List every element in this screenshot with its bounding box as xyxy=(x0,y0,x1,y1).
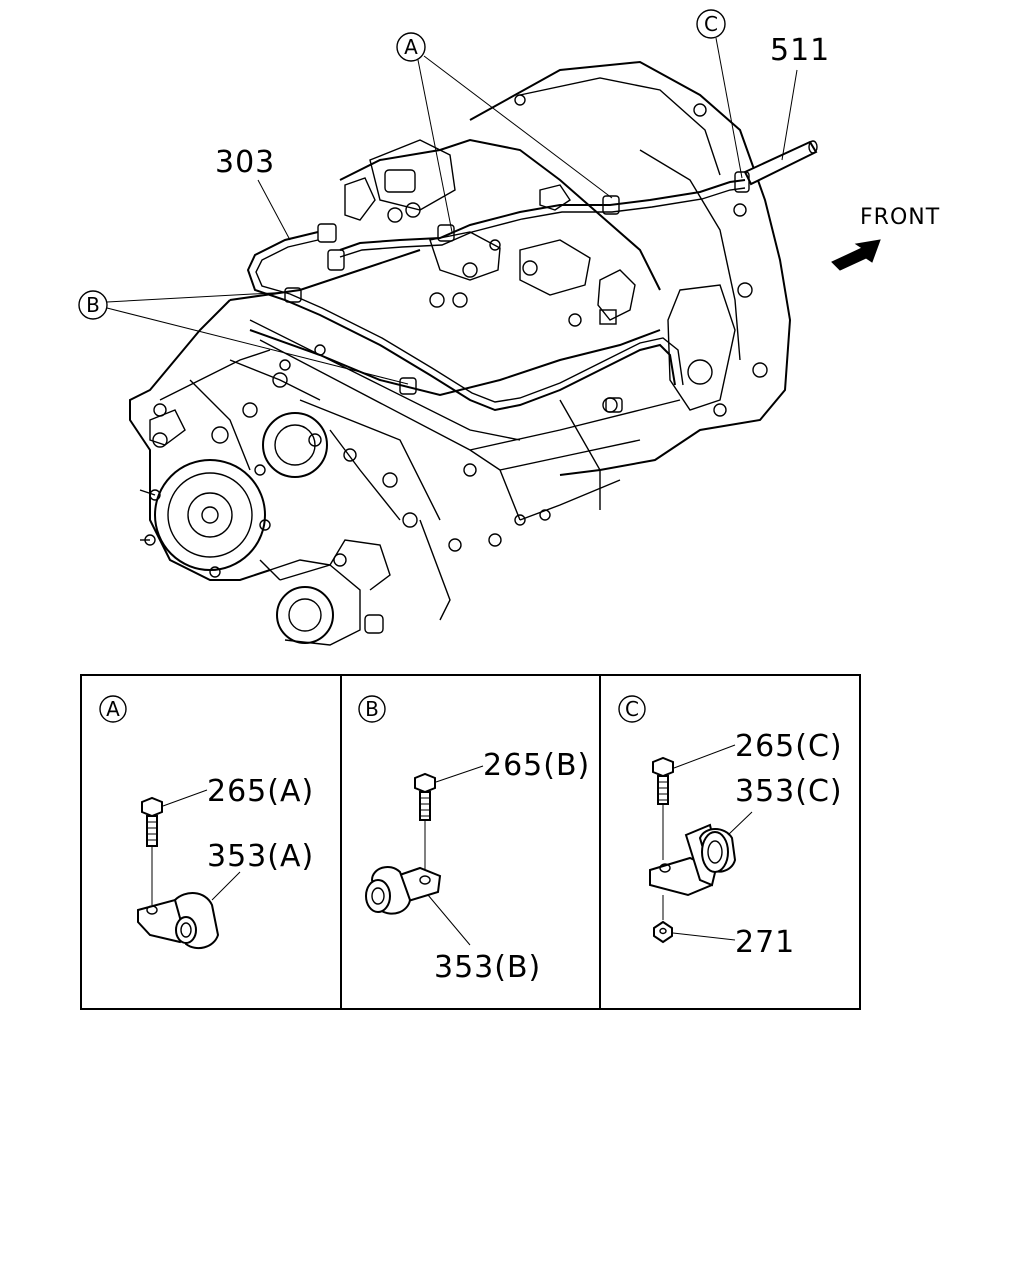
front-arrow-icon xyxy=(831,239,881,271)
label-353b: 353(B) xyxy=(434,950,541,985)
detail-panel-c: C 265(C) 353(C) xyxy=(618,695,843,960)
label-265c: 265(C) xyxy=(735,729,843,764)
bolt-265b-icon xyxy=(414,772,436,821)
panel-b-ref-letter: B xyxy=(365,697,379,721)
air-line-pipes xyxy=(246,140,818,413)
detail-panels: A 265(A) 353(A) B xyxy=(80,674,861,1010)
callout-ref-b: B xyxy=(78,290,409,385)
callout-303: 303 xyxy=(215,145,291,241)
label-265b: 265(B) xyxy=(483,748,590,783)
ref-c-letter: C xyxy=(704,12,718,36)
nut-271-icon xyxy=(653,920,673,944)
bolt-265c-icon xyxy=(652,756,674,805)
detail-panel-b: B 265(B) 353(B) xyxy=(358,695,590,985)
panel-c-ref-letter: C xyxy=(625,697,639,721)
callout-511: 511 xyxy=(770,33,830,161)
label-353c: 353(C) xyxy=(735,774,843,809)
ref-b-letter: B xyxy=(86,293,100,317)
label-353a: 353(A) xyxy=(207,839,314,874)
label-271: 271 xyxy=(735,925,795,960)
callout-ref-c: C xyxy=(696,9,743,179)
label-265a: 265(A) xyxy=(207,774,314,809)
panel-a-ref-letter: A xyxy=(106,697,120,721)
ref-c-circle xyxy=(696,9,726,39)
bolt-265a-icon xyxy=(141,796,163,847)
detail-panel-a: A 265(A) 353(A) xyxy=(99,695,314,950)
panel-c-ref-circle xyxy=(618,695,646,723)
ref-b-circle xyxy=(78,290,108,320)
front-label: FRONT xyxy=(860,205,940,230)
panel-a-ref-circle xyxy=(99,695,127,723)
front-indicator: FRONT xyxy=(831,205,940,271)
detail-panels-frame xyxy=(80,674,861,1010)
ref-a-letter: A xyxy=(404,35,418,59)
clamp-353b-icon xyxy=(365,865,442,915)
clamp-353a-icon xyxy=(137,892,220,950)
part-number-511: 511 xyxy=(770,33,830,68)
clamp-353c-icon xyxy=(649,823,737,897)
ref-a-circle xyxy=(396,32,426,62)
callout-ref-a: A xyxy=(396,32,613,233)
part-number-303: 303 xyxy=(215,145,275,180)
panel-b-ref-circle xyxy=(358,695,386,723)
